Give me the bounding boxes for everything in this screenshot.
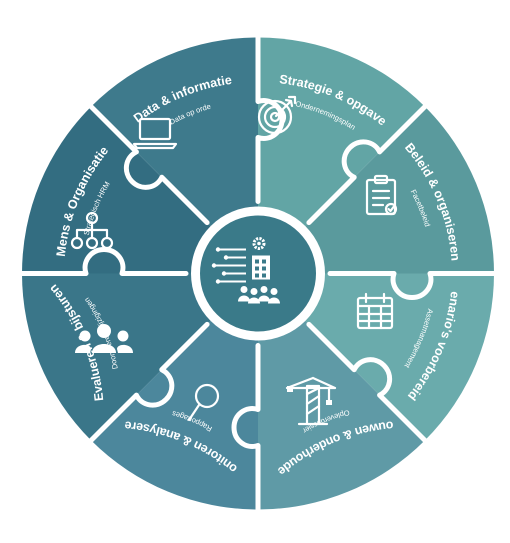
org-chart-icon	[70, 211, 114, 250]
puzzle-divider	[231, 343, 261, 512]
target-icon	[257, 95, 297, 135]
clipboard-icon	[365, 174, 398, 216]
puzzle-divider	[88, 321, 210, 443]
segment-scenario	[258, 273, 494, 441]
segment-mens	[21, 106, 258, 274]
crane-icon	[285, 376, 337, 426]
laptop-icon	[132, 117, 178, 150]
group-icon	[75, 324, 133, 353]
segment-data	[91, 37, 258, 274]
magnifier-icon	[187, 383, 220, 422]
puzzle-divider	[327, 271, 497, 300]
puzzle-divider	[19, 247, 189, 276]
puzzle-divider	[306, 321, 428, 443]
segment-bouwen	[258, 273, 425, 510]
puzzle-divider	[306, 104, 428, 226]
puzzle-divider	[255, 35, 285, 204]
calendar-icon	[356, 292, 394, 330]
digital-building-team-icon	[211, 237, 280, 304]
puzzle-divider	[88, 104, 210, 226]
segment-strategie	[258, 37, 425, 274]
segment-monitoren	[91, 273, 258, 510]
segment-evalueren	[21, 273, 258, 441]
